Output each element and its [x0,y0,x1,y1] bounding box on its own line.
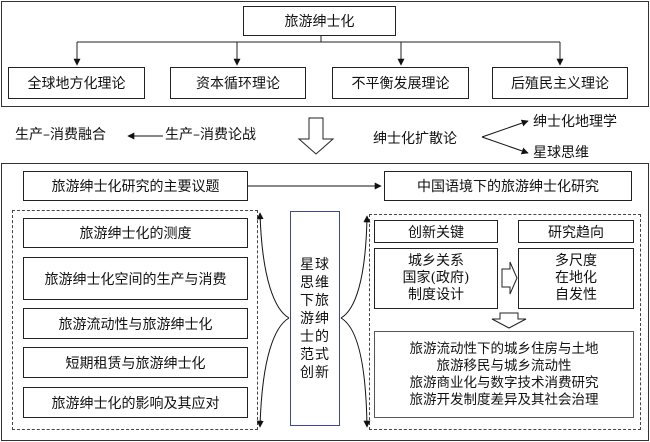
trend-item: 在地化 [555,270,597,286]
topic-label: 短期租赁与旅游绅士化 [65,355,206,372]
theory-label: 资本循环理论 [196,76,280,92]
theory-node-1: 全球地方化理论 [8,67,145,99]
hollow-down-arrow-icon [491,312,527,329]
innovation-item: 国家(政府) [402,270,470,286]
innovation-key-title: 创新关键 [408,224,464,241]
main-topics-label: 旅游绅士化研究的主要议题 [51,179,220,195]
topic-item: 旅游绅士化空间的生产与消费 [23,257,248,300]
direction-item: 旅游流动性下的城乡住房与土地 [409,340,599,357]
research-frame [1,163,649,441]
production-consumption-fusion: 生产–消费融合 [15,124,106,144]
topic-item: 旅游绅士化的影响及其应对 [23,387,248,418]
theory-node-4: 后殖民主义理论 [492,67,628,99]
direction-item: 旅游移民与城乡流动性 [436,357,572,374]
production-consumption-debate: 生产–消费论战 [165,124,256,144]
topic-label: 旅游绅士化空间的生产与消费 [44,271,227,288]
tree-connectors [73,36,564,66]
diffusion-label: 绅士化扩散论 [373,131,457,147]
innovation-key-header: 创新关键 [374,220,498,243]
geography-label: 绅士化地理学 [533,114,617,130]
china-context-header: 中国语境下的旅游绅士化研究 [384,171,632,201]
big-down-arrow-icon [297,117,335,155]
theory-node-2: 资本循环理论 [170,67,306,99]
root-label: 旅游绅士化 [284,14,355,30]
trend-item: 自发性 [555,287,597,303]
hollow-right-arrow-icon [501,261,518,295]
topic-label: 旅游绅士化的影响及其应对 [51,395,220,412]
china-context-label: 中国语境下的旅游绅士化研究 [417,179,599,195]
gentrification-diffusion: 绅士化扩散论 [373,128,457,148]
theory-label: 全球地方化理论 [27,76,126,92]
research-trend-header: 研究趋向 [518,220,634,243]
research-trend-title: 研究趋向 [548,224,604,241]
theory-frame [1,1,649,107]
trend-item: 多尺度 [555,253,597,269]
debate-label: 生产–消费论战 [165,127,256,143]
topic-item: 旅游流动性与旅游绅士化 [23,308,248,339]
direction-item: 旅游开发制度差异及其社会治理 [409,391,599,408]
topic-item: 短期租赁与旅游绅士化 [23,347,248,378]
planetary-label: 星球思维 [533,145,589,161]
planetary-thinking: 星球思维 [533,142,589,162]
gentrification-geography: 绅士化地理学 [533,111,617,131]
innovation-item: 城乡关系 [408,253,464,269]
paradigm-innovation-label: 星球思维下旅游绅士的范式创新 [300,256,330,381]
innovation-key-box: 城乡关系 国家(政府) 制度设计 [374,248,498,309]
direction-item: 旅游商业化与数字技术消费研究 [409,374,599,391]
diffusion-fork [481,119,529,155]
research-directions-box: 旅游流动性下的城乡住房与土地 旅游移民与城乡流动性 旅游商业化与数字技术消费研究… [374,331,634,418]
theory-label: 后殖民主义理论 [511,76,609,92]
main-topics-header: 旅游绅士化研究的主要议题 [23,171,248,201]
topic-label: 旅游绅士化的测度 [79,226,192,242]
right-brace-arrows [340,215,371,428]
left-brace-arrows [256,212,290,428]
root-node: 旅游绅士化 [243,6,396,36]
theory-label: 不平衡发展理论 [351,76,450,92]
china-research-group [369,214,641,430]
topic-item: 旅游绅士化的测度 [23,218,248,248]
topic-label: 旅游流动性与旅游绅士化 [58,316,213,333]
research-trend-box: 多尺度 在地化 自发性 [518,248,634,309]
innovation-item: 制度设计 [408,287,464,303]
topics-group [12,210,258,430]
fusion-label: 生产–消费融合 [15,127,106,143]
paradigm-innovation-box: 星球思维下旅游绅士的范式创新 [290,211,340,426]
theory-node-3: 不平衡发展理论 [332,67,469,99]
